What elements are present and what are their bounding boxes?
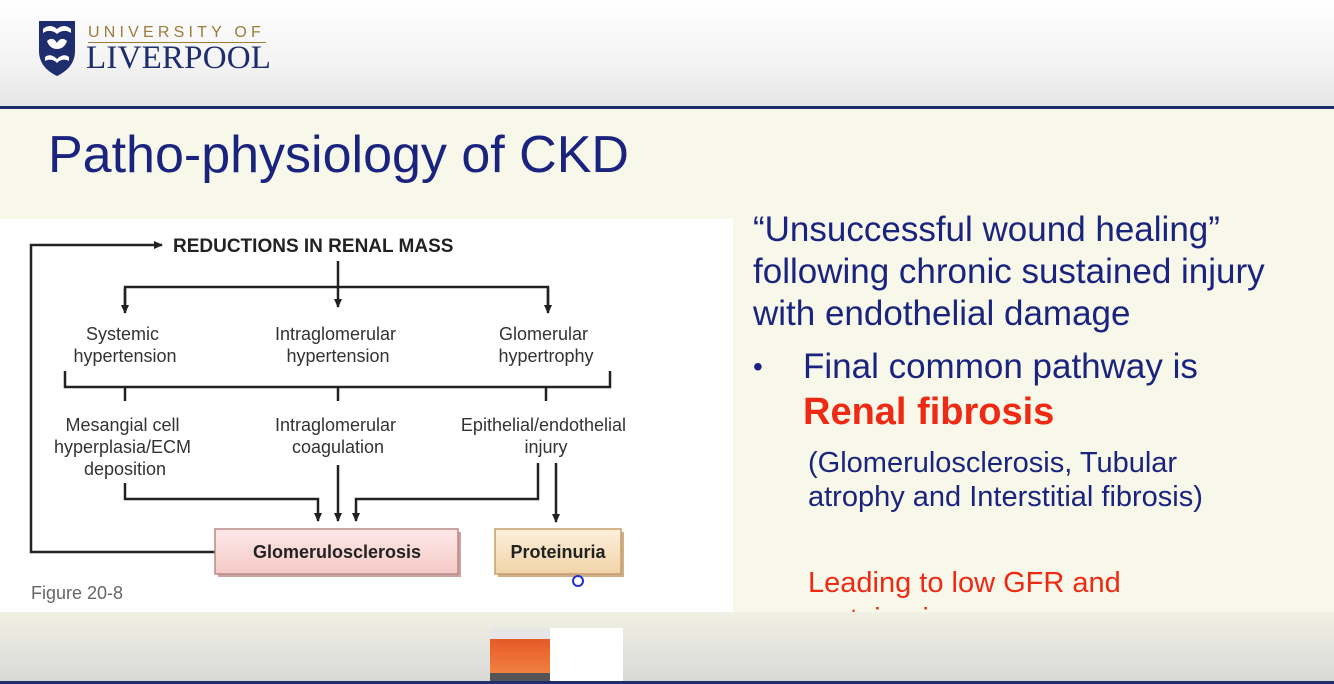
intraglomerular-hypertension-label: Intraglomerular hypertension — [275, 324, 401, 366]
figure-caption: Figure 20-8 — [31, 583, 123, 604]
university-crest-icon — [37, 19, 77, 77]
detail-line: atrophy and Interstitial fibrosis) — [808, 480, 1203, 514]
header-divider — [0, 106, 1334, 109]
textbook-cover-thumbnail — [490, 628, 550, 684]
right-column: “Unsuccessful wound healing” following c… — [753, 209, 1333, 393]
renal-fibrosis-highlight: Renal fibrosis — [803, 391, 1054, 434]
quote-text: “Unsuccessful wound healing” following c… — [753, 209, 1333, 335]
proteinuria-label: Proteinuria — [510, 542, 606, 562]
figure-top-label: REDUCTIONS IN RENAL MASS — [173, 236, 453, 257]
mesangial-cell-label: Mesangial cell hyperplasia/ECM depositio… — [54, 415, 196, 479]
glomerular-hypertrophy-label: Glomerular hypertrophy — [498, 324, 593, 366]
quote-line: following chronic sustained injury — [753, 251, 1333, 293]
intraglomerular-coagulation-label: Intraglomerular coagulation — [275, 415, 401, 457]
thumbnail-panel — [550, 628, 623, 684]
bullet-item: • Final common pathway is — [753, 349, 1333, 393]
pathophysiology-figure: REDUCTIONS IN RENAL MASS Systemic hypert… — [0, 219, 733, 612]
glomerulosclerosis-label: Glomerulosclerosis — [253, 542, 421, 562]
pointer-cursor-icon — [572, 575, 584, 587]
systemic-hypertension-label: Systemic hypertension — [73, 324, 176, 366]
quote-line: “Unsuccessful wound healing” — [753, 209, 1333, 251]
bullet-icon: • — [753, 349, 763, 385]
fibrosis-detail: (Glomerulosclerosis, Tubular atrophy and… — [808, 446, 1203, 514]
feedback-arrow — [31, 245, 215, 552]
footer-band — [0, 612, 1334, 684]
epithelial-endothelial-injury-label: Epithelial/endothelial injury — [461, 415, 631, 457]
detail-line: (Glomerulosclerosis, Tubular — [808, 446, 1203, 480]
university-name-main: LIVERPOOL — [86, 40, 271, 77]
flowchart-diagram: REDUCTIONS IN RENAL MASS Systemic hypert… — [0, 219, 733, 612]
bullet-text: Final common pathway is — [803, 349, 1198, 385]
quote-line: with endothelial damage — [753, 293, 1333, 335]
leading-line: Leading to low GFR and — [808, 565, 1121, 601]
slide-title: Patho-physiology of CKD — [48, 125, 629, 185]
